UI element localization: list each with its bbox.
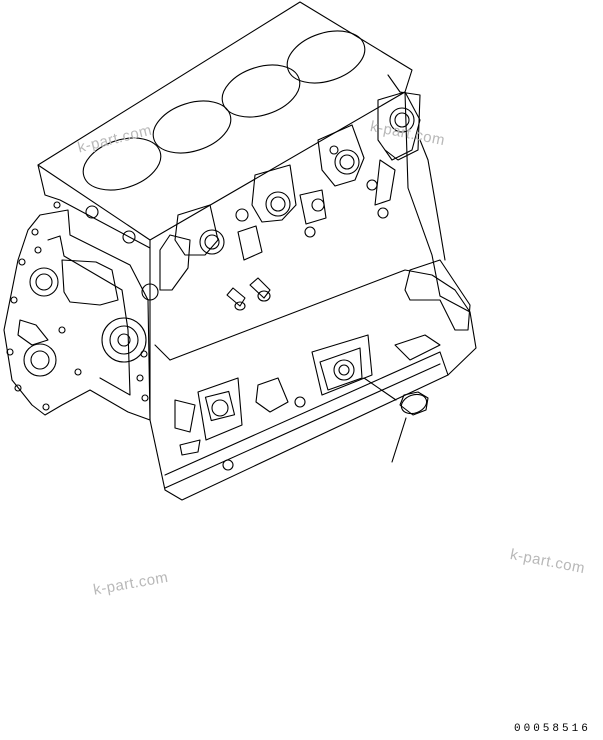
leader-line — [391, 417, 407, 463]
block-side — [149, 91, 477, 501]
figure-id: 00058516 — [514, 723, 591, 735]
lower-ports — [174, 334, 441, 471]
mid-studs — [226, 277, 271, 311]
cylinder-deck — [37, 1, 413, 241]
cylinder-bores — [82, 30, 366, 191]
upper-bosses — [141, 91, 421, 301]
front-plate — [3, 209, 151, 421]
cylinder-block-plug — [363, 377, 429, 416]
